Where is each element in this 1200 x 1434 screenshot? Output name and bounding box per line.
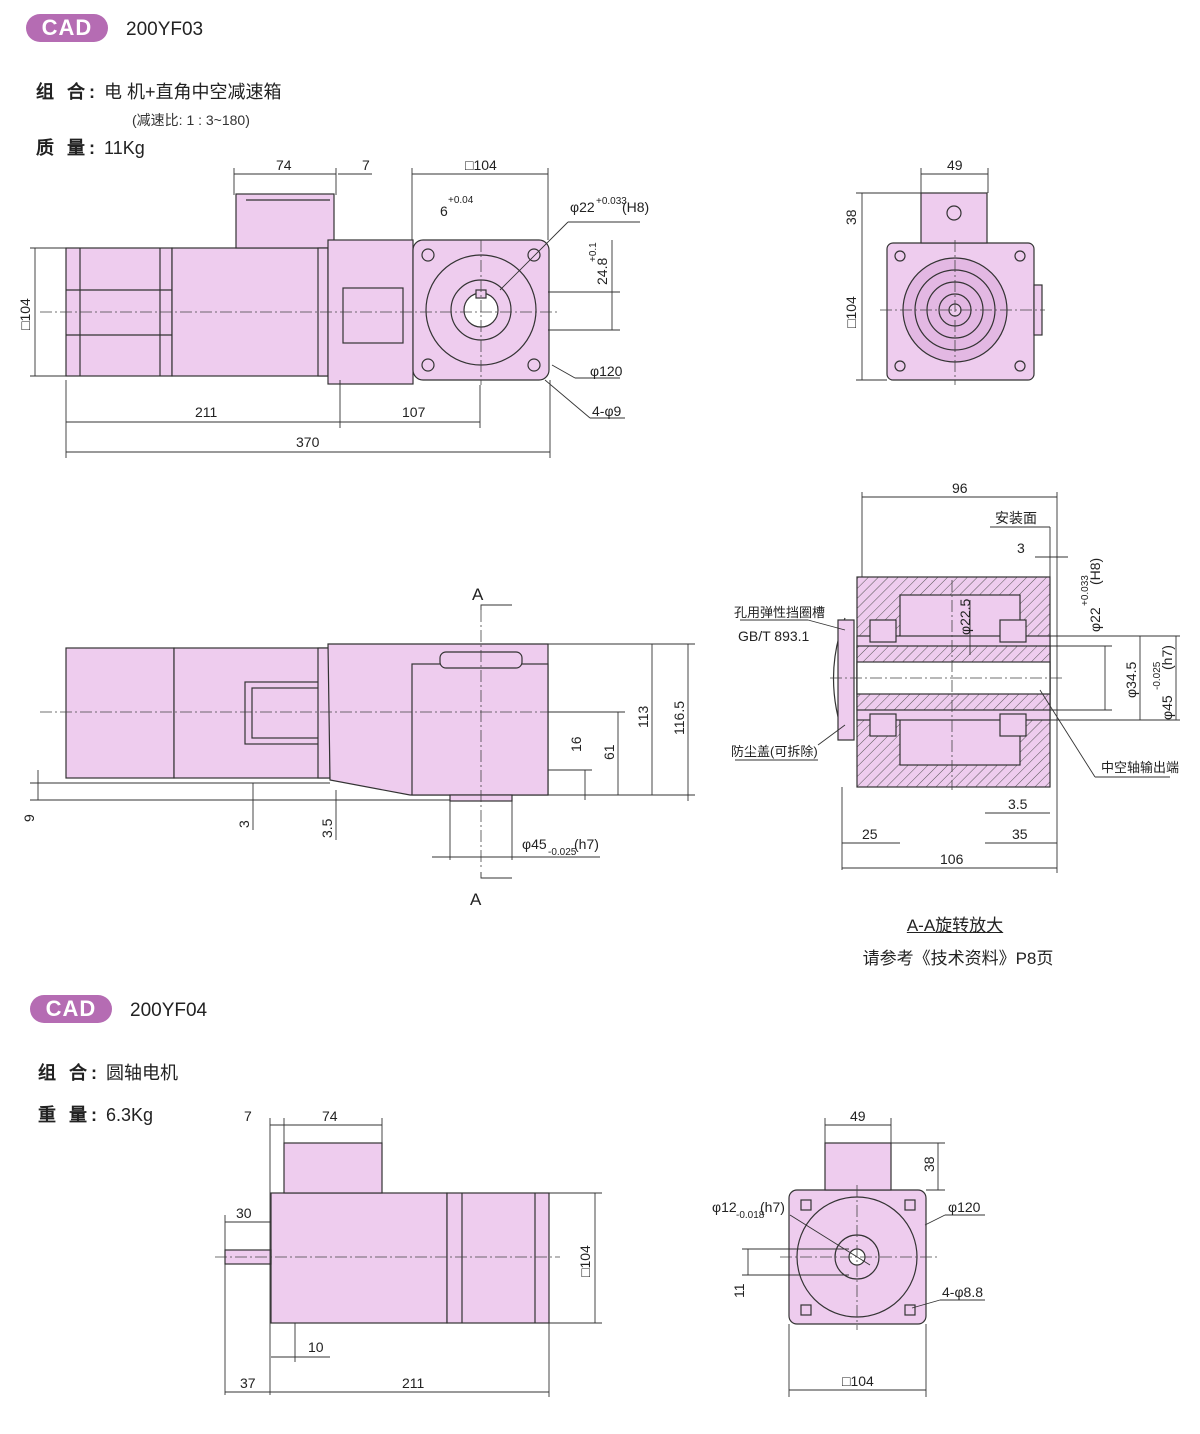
dim-104-square: □104 [465,157,497,173]
motor-body-view2 [65,647,332,779]
dim-74: 74 [276,157,292,173]
sec-dim-96: 96 [952,480,968,496]
v3-dim-7: 7 [244,1108,252,1124]
v3-end-dim-phi120: φ120 [948,1199,981,1215]
mass-row-1: 质 量: 11Kg [36,134,145,160]
motor-body-view3 [224,1142,550,1324]
dim-4-phi9: 4-φ9 [592,403,622,419]
v3-end-dim-11: 11 [731,1283,747,1298]
mass-value-2: 6.3Kg [106,1105,154,1125]
gearbox-body-view2 [327,643,549,802]
ratio-note: (减速比: 1 : 3~180) [132,112,250,128]
v3-end-dim-phi12-fit: (h7) [760,1199,785,1215]
dim-116-5: 116.5 [671,701,687,735]
dim-104-square-left: □104 [17,298,33,330]
sec-dim-3-5: 3.5 [1008,796,1028,812]
dim-211: 211 [195,404,218,420]
v3-dim-74: 74 [322,1108,338,1124]
motor-end-view3 [788,1142,927,1325]
dim-16: 16 [568,736,584,752]
v3-end-dim-38: 38 [921,1156,937,1172]
dim-phi45: φ45 [522,836,547,852]
end-dim-38: 38 [843,209,859,225]
v3-dim-211: 211 [402,1375,425,1391]
sec-label-mount-face: 安装面 [995,510,1037,526]
section-aa-view [832,576,1051,788]
dim-107: 107 [402,404,426,420]
dim-24-8: 24.8 [594,258,610,285]
model-code-1: 200YF03 [126,19,204,40]
sec-dim-phi45: φ45 [1159,695,1175,720]
mass-row-2: 重 量: 6.3Kg [38,1101,153,1127]
dim-phi120: φ120 [590,363,623,379]
v3-end-dim-104-square: □104 [842,1373,874,1389]
sec-dim-106: 106 [940,851,964,867]
section-view-caption: A-A旋转放大 [906,916,1004,935]
sec-label-standard: GB/T 893.1 [738,628,810,644]
sec-dim-3: 3 [1017,540,1025,556]
end-dim-49: 49 [947,157,963,173]
dim-3-5: 3.5 [319,818,335,838]
dim-6: 6 [440,203,448,219]
combo-row-2: 组 合: 圆轴电机 [38,1059,178,1085]
dim-3: 3 [236,820,252,828]
mass-label-1: 质 量: [36,138,99,158]
sec-dim-phi34-5: φ34.5 [1123,661,1139,698]
motor-end-view1 [886,192,1043,381]
dim-phi22-fit: (H8) [622,199,649,215]
dim-7: 7 [362,157,370,173]
sec-dim-phi22-tolerance: +0.033 [1080,575,1091,606]
cad-badge-2: CAD [30,995,112,1023]
sec-dim-35: 35 [1012,826,1028,842]
sec-label-hollow-output: 中空轴输出端 [1101,760,1179,775]
v3-end-dim-49: 49 [850,1108,866,1124]
dimension-lines [30,168,1180,1397]
v3-dim-104-square: □104 [577,1245,593,1277]
dim-phi45-tolerance: -0.025 [548,847,577,858]
section-mark-a-bottom: A [470,890,482,909]
sec-label-dust-cover: 防尘盖(可拆除) [731,744,818,759]
dim-370: 370 [296,434,320,450]
end-dim-104-square: □104 [843,296,859,328]
sec-dim-phi22-fit: (H8) [1087,558,1103,585]
v3-end-dim-4-phi8-8: 4-φ8.8 [942,1284,983,1300]
combo-value-1: 电 机+直角中空减速箱 [104,82,282,102]
sec-dim-phi22: φ22 [1087,607,1103,632]
tech-reference-note: 请参考《技术资料》P8页 [862,949,1054,968]
sec-label-retaining-groove: 孔用弹性挡圈槽 [734,605,825,620]
motor-body-view1 [65,193,335,377]
combo-label-1: 组 合: [36,82,99,102]
model-code-2: 200YF04 [130,1000,208,1021]
section-mark-a-top: A [472,585,484,604]
combo-label-2: 组 合: [38,1063,101,1083]
dim-6-tolerance: +0.04 [448,195,474,206]
sec-dim-phi22-5: φ22.5 [957,598,973,635]
combo-row-1: 组 合: 电 机+直角中空减速箱 [36,78,282,104]
sec-dim-phi45-fit: (h7) [1159,645,1175,670]
cad-badge-1: CAD [26,14,108,42]
combo-value-2: 圆轴电机 [106,1063,179,1083]
dim-24-8-tolerance: +0.1 [588,242,599,262]
v3-end-dim-phi12-tolerance: -0.018 [736,1210,765,1221]
v3-end-dim-phi12: φ12 [712,1199,737,1215]
mass-value-1: 11Kg [104,138,145,158]
dim-113: 113 [635,705,651,728]
dim-phi22: φ22 [570,199,595,215]
dim-61: 61 [601,744,617,760]
sec-dim-phi45-tolerance: -0.025 [1152,661,1163,690]
v3-dim-30: 30 [236,1205,252,1221]
center-lines [40,240,1065,1330]
v3-dim-37: 37 [240,1375,256,1391]
mass-label-2: 重 量: [38,1105,101,1125]
dim-phi22-tolerance: +0.033 [596,196,627,207]
dim-9: 9 [21,814,37,822]
v3-dim-10: 10 [308,1339,324,1355]
sec-dim-25: 25 [862,826,878,842]
dim-phi45-fit: (h7) [574,836,599,852]
